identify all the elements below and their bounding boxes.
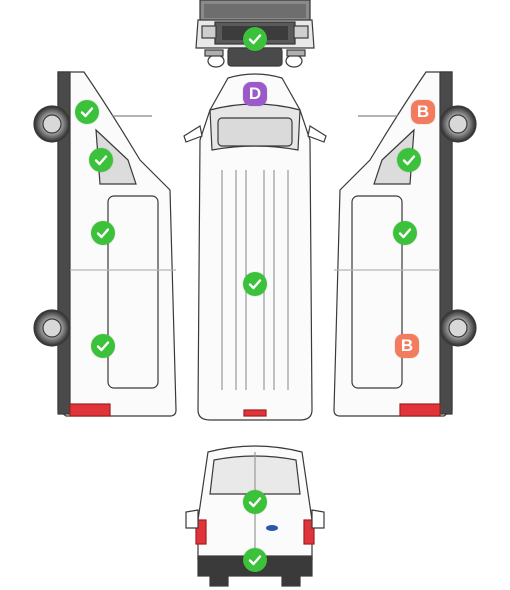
- check-icon: [96, 341, 110, 352]
- right-side-ok-marker-2[interactable]: [393, 221, 417, 245]
- front-view-ok-marker[interactable]: [243, 27, 267, 51]
- right-side-ok-marker-1[interactable]: [397, 148, 421, 172]
- left-side-ok-marker-3[interactable]: [91, 221, 115, 245]
- right-side-view: [333, 71, 477, 417]
- left-side-ok-marker-1[interactable]: [75, 100, 99, 124]
- left-side-ok-marker-4[interactable]: [91, 334, 115, 358]
- left-side-ok-marker-2[interactable]: [89, 148, 113, 172]
- check-icon: [248, 497, 262, 508]
- damage-code-label: B: [416, 102, 430, 121]
- rear-view-ok-marker-1[interactable]: [243, 490, 267, 514]
- top-view-ok-marker[interactable]: [243, 272, 267, 296]
- right-side-damage-b-marker-2[interactable]: B: [395, 334, 419, 358]
- check-icon: [402, 155, 416, 166]
- damage-code-label: B: [400, 336, 414, 355]
- top-view-damage-d-marker[interactable]: D: [243, 82, 267, 106]
- left-side-view: [33, 71, 177, 417]
- check-icon: [398, 228, 412, 239]
- damage-code-label: D: [248, 84, 262, 103]
- check-icon: [248, 279, 262, 290]
- check-icon: [94, 155, 108, 166]
- rear-view-ok-marker-2[interactable]: [243, 548, 267, 572]
- check-icon: [248, 555, 262, 566]
- check-icon: [80, 107, 94, 118]
- check-icon: [248, 34, 262, 45]
- right-side-damage-b-marker-1[interactable]: B: [411, 100, 435, 124]
- top-view: [183, 73, 327, 421]
- check-icon: [96, 228, 110, 239]
